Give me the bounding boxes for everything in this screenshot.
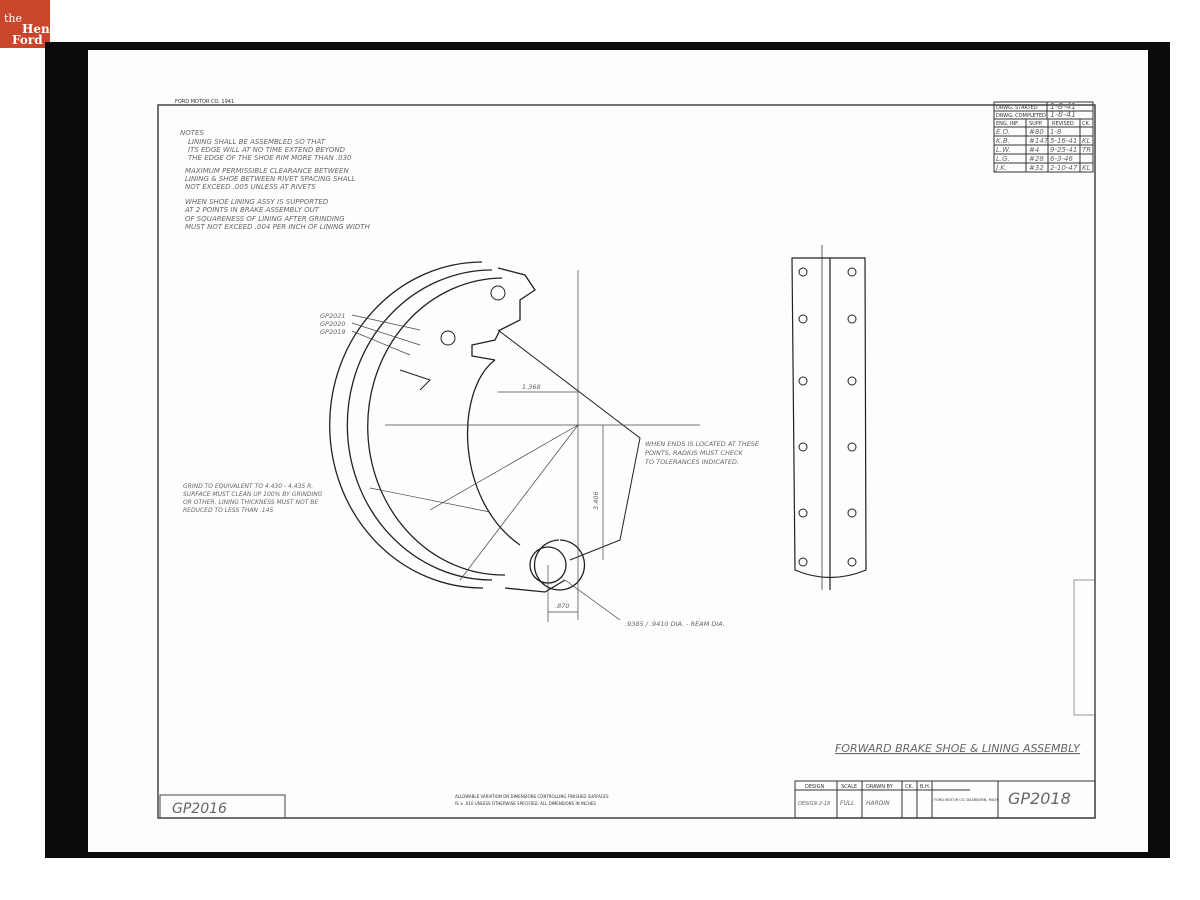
logo-text: the bbox=[4, 12, 23, 25]
grind-note: GRIND TO EQUIVALENT TO 4.430 - 4.435 R. bbox=[183, 483, 313, 490]
company-name: FORD MOTOR CO. DEARBORN, MICH. bbox=[934, 798, 999, 802]
grind-note: OR OTHER. LINING THICKNESS MUST NOT BE bbox=[183, 499, 318, 506]
logo-text: Henry bbox=[22, 22, 63, 36]
rev-cell: KL bbox=[1082, 164, 1091, 172]
rivet-hole bbox=[847, 376, 857, 386]
rev-label: DRWG. COMPLETED bbox=[996, 113, 1046, 119]
rev-cell: L.W. bbox=[996, 146, 1011, 154]
grind-note: REDUCED TO LESS THAN .145 bbox=[183, 507, 273, 514]
rev-header: REVISED bbox=[1052, 121, 1074, 127]
rev-value: 1-8-41 bbox=[1050, 102, 1076, 111]
rivet-hole bbox=[847, 442, 857, 452]
tb-header: DESIGN bbox=[805, 784, 825, 790]
note-line: LINING & SHOE BETWEEN RIVET SPACING SHAL… bbox=[185, 175, 355, 183]
rev-cell: #147 bbox=[1029, 137, 1049, 145]
note-line: LINING SHALL BE ASSEMBLED SO THAT bbox=[188, 138, 326, 146]
notes-heading: NOTES bbox=[180, 129, 204, 137]
rivet-hole bbox=[798, 376, 808, 386]
tb-header: SCALE bbox=[841, 784, 857, 790]
drawing-title: FORWARD BRAKE SHOE & LINING ASSEMBLY bbox=[835, 742, 1081, 755]
notes: NOTES LINING SHALL BE ASSEMBLED SO THAT … bbox=[180, 129, 371, 231]
rev-cell: 5-16-41 bbox=[1050, 137, 1077, 145]
tb-header: CK. bbox=[905, 784, 914, 790]
stamp-text: FORD MOTOR CO. 1941 bbox=[175, 99, 234, 105]
rev-cell: #4 bbox=[1029, 146, 1039, 154]
rivet-hole bbox=[798, 508, 808, 518]
note-line: NOT EXCEED .005 UNLESS AT RIVETS bbox=[185, 183, 316, 191]
rev-cell: 1-8 bbox=[1050, 128, 1062, 136]
rivet-hole bbox=[847, 314, 857, 324]
footer-line: IS ± .010 UNLESS OTHERWISE SPECIFIED. AL… bbox=[455, 801, 596, 806]
anchor-note: WHEN ENDS IS LOCATED AT THESE bbox=[645, 440, 760, 448]
note-line: OF SQUARENESS OF LINING AFTER GRINDING bbox=[185, 215, 345, 223]
dimension-label: .870 bbox=[555, 602, 569, 610]
rivet-hole bbox=[847, 557, 857, 567]
logo-text: Ford bbox=[12, 33, 43, 47]
footer-note: ALLOWABLE VARIATION ON DIMENSIONS CONTRO… bbox=[455, 794, 609, 806]
note-line: MUST NOT EXCEED .004 PER INCH OF LINING … bbox=[185, 223, 371, 231]
dimension-label: 3.406 bbox=[592, 491, 600, 510]
rev-header: SUPP. bbox=[1029, 121, 1043, 127]
henry-ford-logo: the Henry Ford bbox=[0, 0, 63, 48]
tb-header: B.H. bbox=[920, 784, 931, 790]
note-line: MAXIMUM PERMISSIBLE CLEARANCE BETWEEN bbox=[185, 167, 349, 175]
part-callout: GP2021 bbox=[320, 312, 346, 320]
drawing-sheet bbox=[88, 50, 1148, 852]
change-strip bbox=[1073, 579, 1096, 716]
sheet-ref: GP2016 bbox=[172, 801, 227, 817]
rev-cell: #80 bbox=[1029, 128, 1044, 136]
rev-header: ENG. INF. bbox=[996, 121, 1019, 127]
dimension-lines bbox=[351, 270, 700, 622]
rev-cell: J.K. bbox=[994, 164, 1007, 172]
rev-cell: 6-3-46 bbox=[1050, 155, 1073, 163]
part-callout: GP2020 bbox=[320, 320, 346, 328]
note-line: ITS EDGE WILL AT NO TIME EXTEND BEYOND bbox=[188, 146, 346, 154]
rev-header: CK. bbox=[1082, 121, 1091, 127]
rivet-hole bbox=[798, 557, 808, 567]
tb-value: FULL bbox=[840, 800, 855, 807]
tb-header: DRAWN BY bbox=[866, 784, 894, 790]
brake-shoe-profile bbox=[329, 261, 641, 593]
revision-block: DRWG. STARTED 1-8-41 DRWG. COMPLETED 1-8… bbox=[993, 101, 1094, 173]
title-block: DESIGN SCALE DRAWN BY CK. B.H. DESIGN 2-… bbox=[794, 780, 1096, 819]
rivet-hole bbox=[847, 267, 857, 277]
rev-cell: 9-25-41 bbox=[1050, 146, 1077, 154]
part-callout: GP2019 bbox=[320, 328, 346, 336]
tb-value: DESIGN 2-18 bbox=[798, 801, 830, 807]
note-line: AT 2 POINTS IN BRAKE ASSEMBLY OUT bbox=[184, 206, 320, 214]
rivet-hole bbox=[798, 442, 808, 452]
part-number: GP2018 bbox=[1008, 789, 1071, 808]
drawing-border bbox=[157, 104, 1096, 819]
anchor-note: POINTS, RADIUS MUST CHECK bbox=[645, 449, 743, 457]
rev-value: 1-8-41 bbox=[1050, 110, 1076, 119]
note-line: THE EDGE OF THE SHOE RIM MORE THAN .030 bbox=[188, 154, 352, 162]
rev-cell: 2-10-47 bbox=[1050, 164, 1078, 172]
rev-label: DRWG. STARTED bbox=[996, 105, 1038, 111]
rev-cell: #28 bbox=[1029, 155, 1044, 163]
dimension-label: 1.368 bbox=[522, 383, 541, 391]
rev-cell: #32 bbox=[1029, 164, 1044, 172]
footer-line: ALLOWABLE VARIATION ON DIMENSIONS CONTRO… bbox=[455, 794, 609, 799]
rivet-hole bbox=[798, 267, 808, 277]
rev-cell: K.B. bbox=[996, 137, 1010, 145]
sheet-ref-box bbox=[159, 794, 286, 819]
rivet-hole bbox=[847, 508, 857, 518]
lining-face-view bbox=[791, 245, 867, 590]
rivet-hole bbox=[798, 314, 808, 324]
rev-cell: KL bbox=[1082, 137, 1091, 145]
grind-note: SURFACE MUST CLEAN UP 100% BY GRINDING bbox=[183, 491, 323, 498]
rev-cell: L.G. bbox=[996, 155, 1010, 163]
anchor-note: TO TOLERANCES INDICATED. bbox=[645, 458, 739, 466]
note-line: WHEN SHOE LINING ASSY IS SUPPORTED bbox=[185, 198, 329, 206]
tb-value: HARDIN bbox=[866, 800, 890, 807]
hole-callout: .9385 / .9410 DIA. - REAM DIA. bbox=[625, 620, 725, 628]
rev-cell: E.O. bbox=[996, 128, 1010, 136]
rev-cell: TR bbox=[1082, 146, 1091, 154]
callouts: GP2021 GP2020 GP2019 1.368 3.406 .870 .9… bbox=[183, 312, 760, 628]
